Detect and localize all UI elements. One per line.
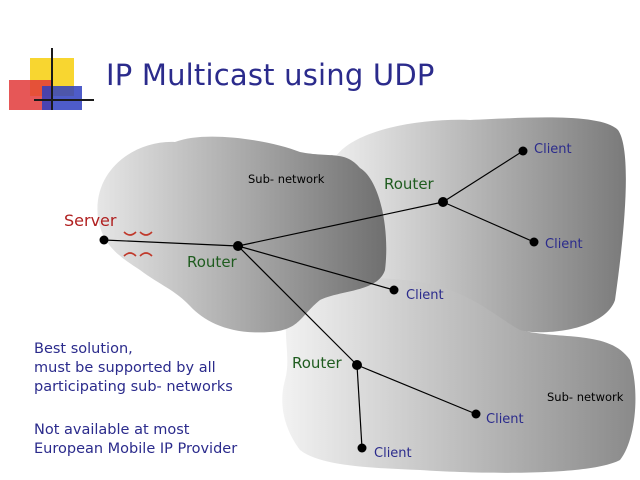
- link-router-router-upper: [237, 201, 444, 247]
- note-line: Best solution,: [34, 341, 133, 357]
- client-node: [389, 285, 399, 295]
- subnetwork-label: Sub- network: [248, 172, 325, 186]
- client-label: Client: [534, 142, 572, 157]
- router-node: [233, 241, 243, 251]
- link-router-client-top: [442, 150, 524, 203]
- note-line: Not available at most: [34, 422, 190, 438]
- link-router-client-middle: [237, 245, 395, 291]
- title-corner-ornament: [9, 48, 94, 110]
- link-server-router: [103, 239, 239, 247]
- client-node: [529, 237, 539, 247]
- subnetwork-cloud-right: [326, 117, 626, 333]
- server-label: Server: [64, 211, 117, 230]
- slide-title: IP Multicast using UDP: [106, 58, 435, 92]
- client-label: Client: [374, 446, 412, 461]
- subnetwork-label: Sub- network: [547, 390, 624, 404]
- note-best-solution: Best solution, must be supported by all …: [34, 340, 233, 397]
- client-label: Client: [486, 412, 524, 427]
- link-router-client-lower-right: [356, 364, 477, 415]
- client-label: Client: [406, 288, 444, 303]
- note-line: participating sub- networks: [34, 379, 233, 395]
- router-node: [438, 197, 448, 207]
- router-label: Router: [187, 253, 238, 271]
- router-node: [352, 360, 362, 370]
- router-label: Router: [292, 354, 343, 372]
- note-line: European Mobile IP Provider: [34, 441, 238, 457]
- router-label: Router: [384, 175, 435, 193]
- client-node: [518, 146, 528, 156]
- network-links: [103, 150, 535, 449]
- subnetwork-cloud-left: [97, 136, 387, 333]
- note-availability: Not available at most European Mobile IP…: [34, 421, 237, 459]
- client-node: [471, 409, 481, 419]
- server-node: [99, 235, 109, 245]
- client-node: [357, 443, 367, 453]
- udp-socket-marks: [123, 231, 153, 257]
- client-label: Client: [545, 237, 583, 252]
- link-router-client-bottom: [356, 364, 363, 449]
- link-router-router-lower: [237, 245, 358, 366]
- link-router-client-right: [442, 201, 535, 243]
- subnetwork-cloud-bottom: [282, 277, 636, 473]
- note-line: must be supported by all: [34, 360, 216, 376]
